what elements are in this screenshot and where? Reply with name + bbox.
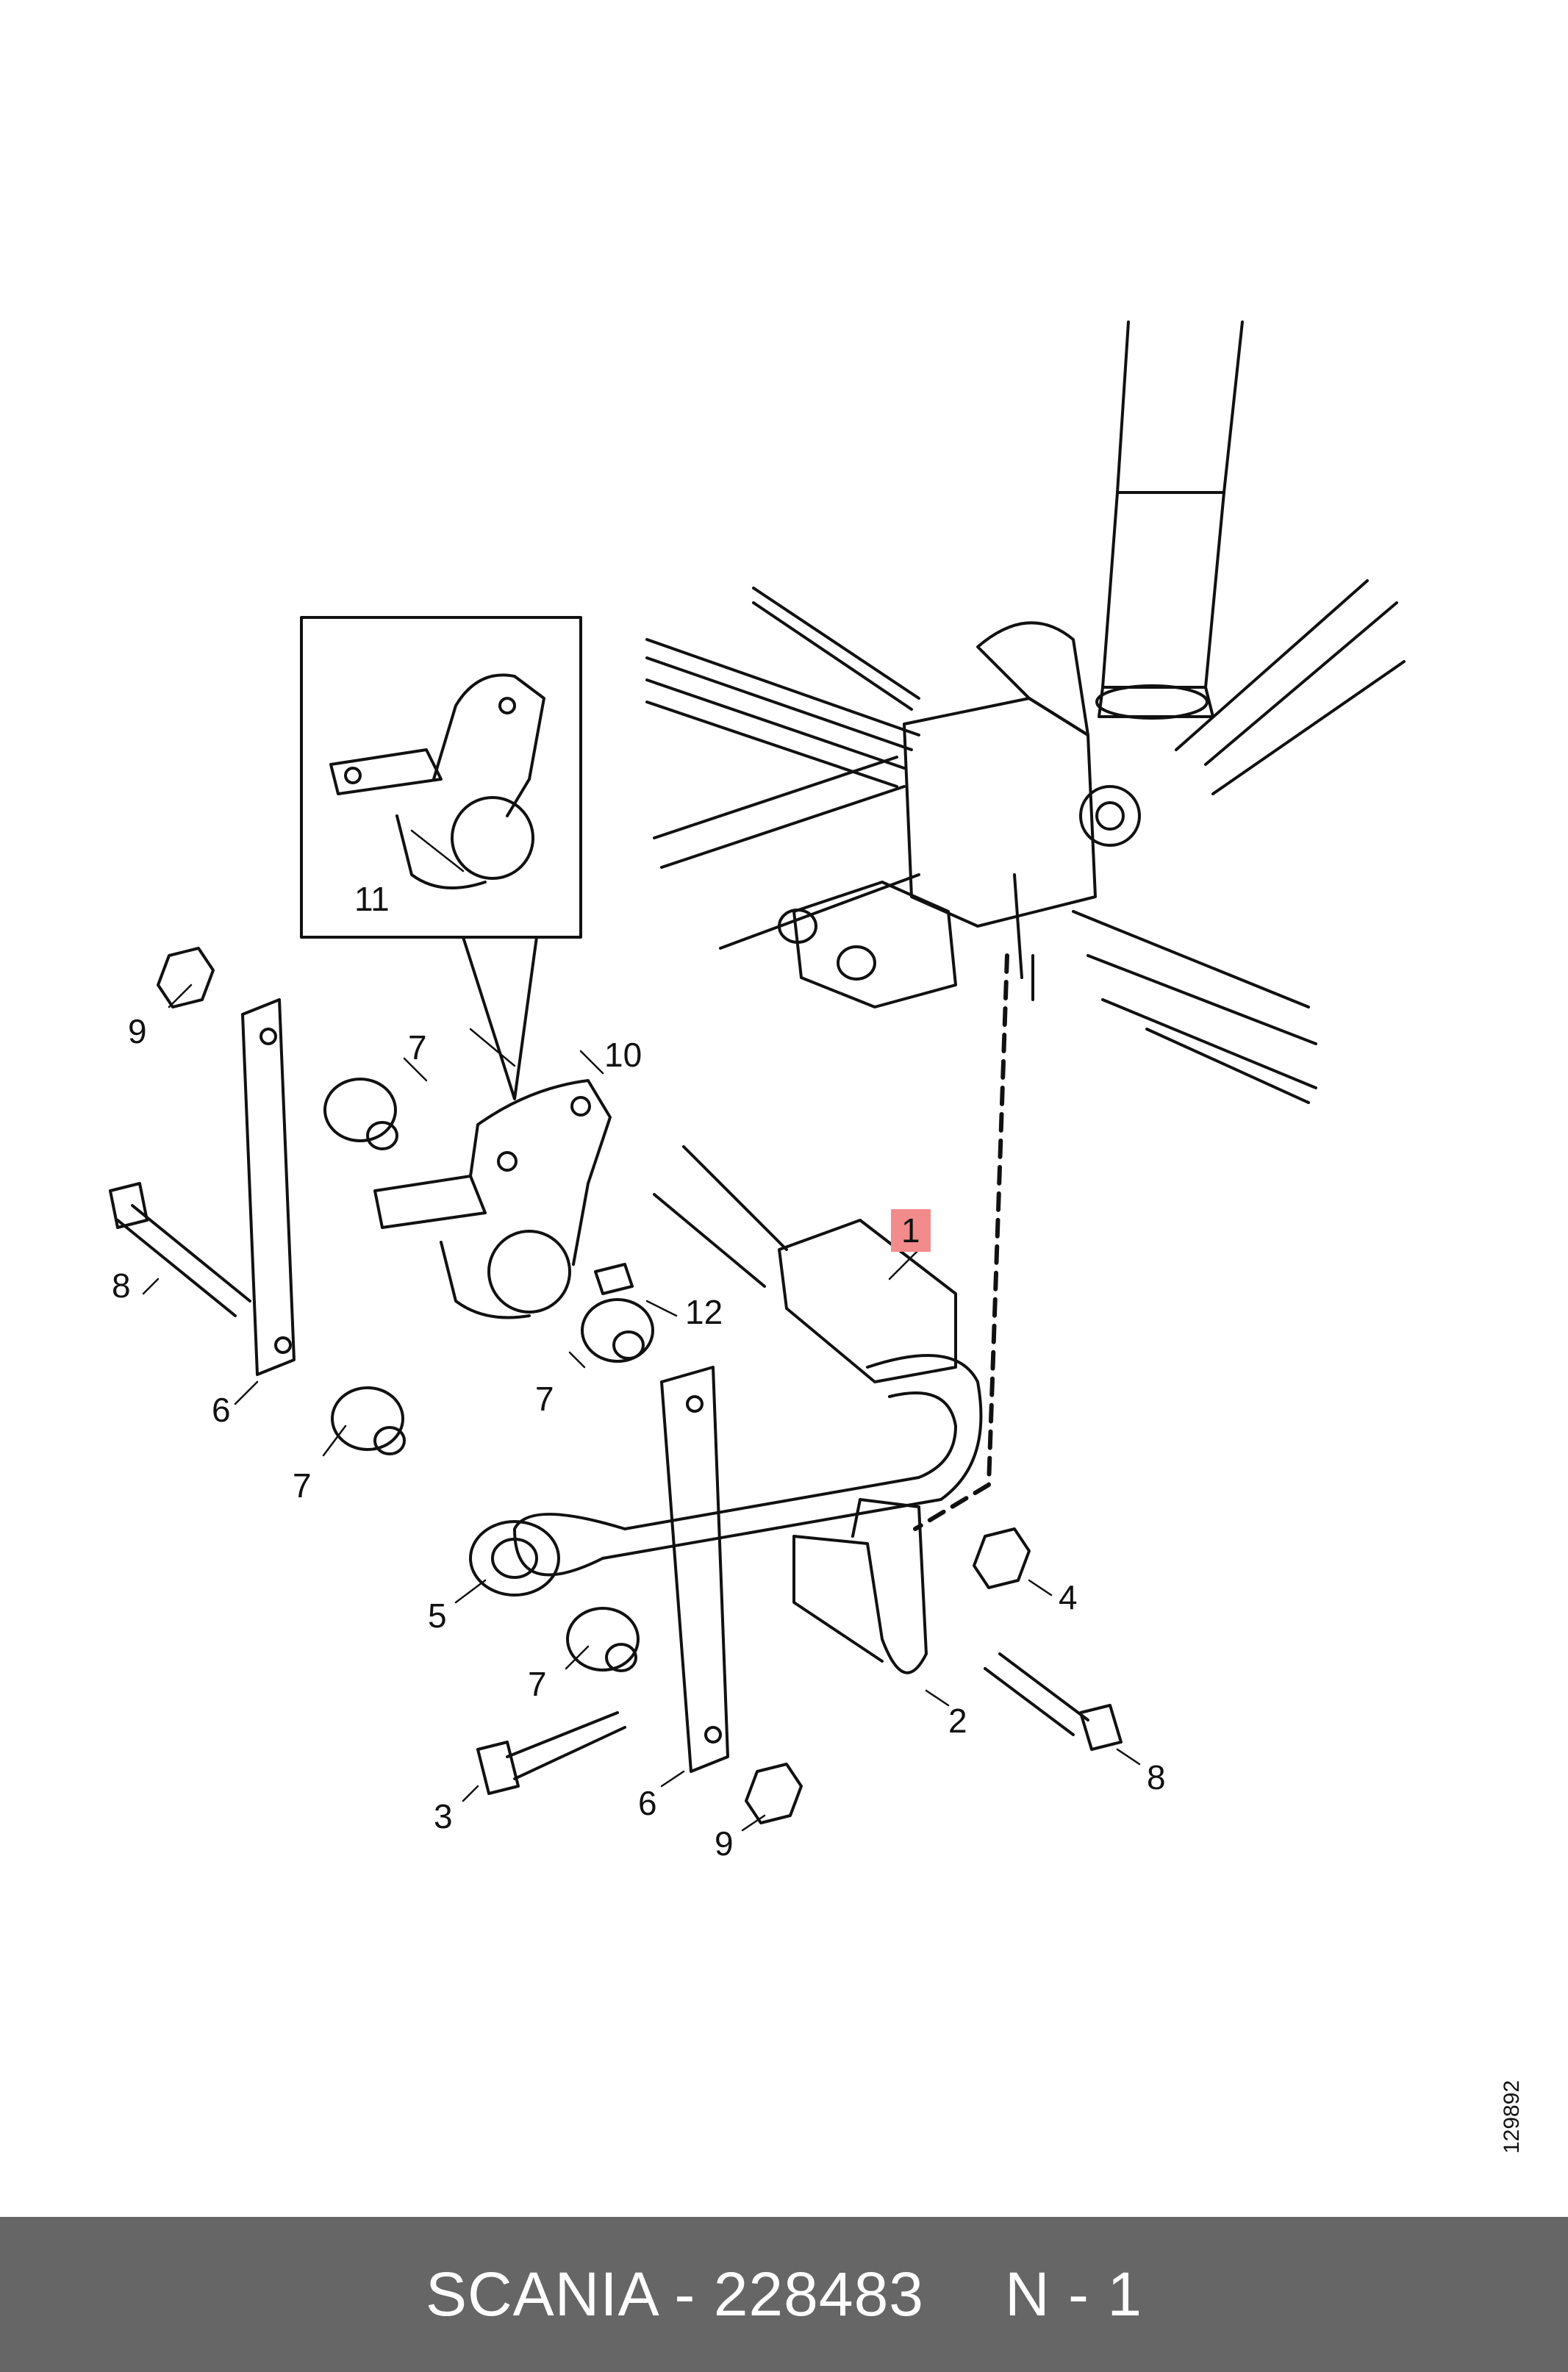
leader-lines [142, 829, 1141, 1832]
callout-7-b: 7 [535, 1380, 554, 1418]
callout-2: 2 [948, 1702, 967, 1740]
callout-6-left: 6 [212, 1391, 231, 1429]
callout-8-right: 8 [1147, 1758, 1166, 1796]
callout-11: 11 [354, 880, 390, 918]
inset-pointer [462, 936, 538, 1100]
exploded-parts-diagram [109, 320, 1406, 1832]
callout-7-a: 7 [408, 1028, 427, 1067]
callout-6-right: 6 [638, 1784, 657, 1822]
callout-8-left: 8 [112, 1266, 131, 1305]
inset-bracket-variant [329, 673, 545, 889]
callout-4: 4 [1059, 1578, 1078, 1616]
footer-bar: SCANIA - 228483 N - 1 [0, 2217, 1568, 2372]
fasteners [109, 947, 1123, 1824]
callout-7-d: 7 [528, 1665, 547, 1703]
inset-frame [300, 616, 582, 939]
callout-7-c: 7 [293, 1466, 312, 1505]
stabilizer-bar [513, 1145, 983, 1577]
clamp-part-2 [792, 1498, 928, 1674]
callout-1: 1 [891, 1209, 931, 1252]
footer-part-number: SCANIA - 228483 [425, 2260, 925, 2329]
callout-5: 5 [428, 1597, 447, 1635]
footer-reference: N - 1 [1005, 2260, 1143, 2329]
bushings [323, 1078, 654, 1672]
link-plate-right [660, 1366, 729, 1773]
callout-9-right: 9 [715, 1824, 734, 1863]
link-plate-left [241, 998, 296, 1376]
axle-mount-block [778, 621, 1141, 1008]
drawing-number: 129892 [1500, 2079, 1524, 2154]
axle-frame [645, 579, 1406, 1104]
assembly-dashed-line [913, 953, 1009, 1531]
callout-3: 3 [434, 1797, 453, 1835]
callout-9-left: 9 [128, 1012, 147, 1050]
shock-absorber [1095, 320, 1244, 720]
arm-part-5 [469, 1520, 560, 1597]
callout-10: 10 [604, 1036, 642, 1074]
callout-12: 12 [685, 1293, 723, 1331]
bracket-part-10 [373, 1079, 612, 1319]
